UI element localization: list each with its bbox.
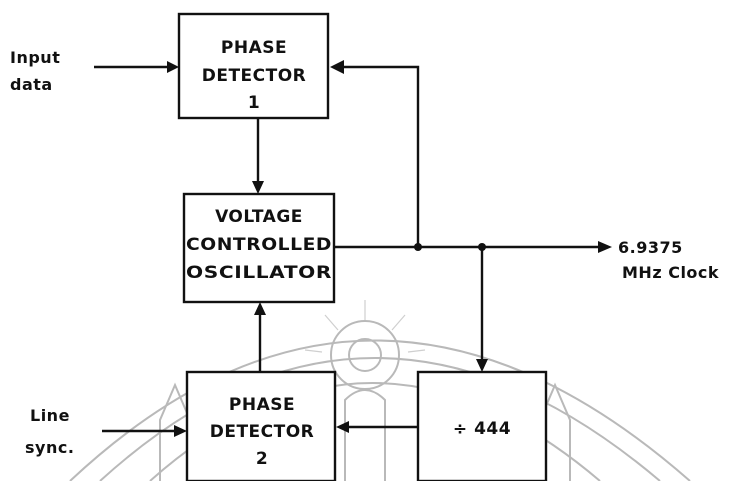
pd2-to-vco-arrow [254,302,266,315]
junction-dot-divider [478,243,486,251]
feedback-to-pd1-arrow [330,60,344,74]
junction-dot-feedback [414,243,422,251]
vco-to-divider-arrow [476,359,488,372]
line-sync-label-line2: sync. [25,438,74,457]
input-data-label-line1: Input [10,48,60,67]
pd1-label-line2: DETECTOR [202,66,307,86]
input-data-arrow [167,61,179,73]
pd2-label-line3: 2 [256,449,268,469]
vco-label-line1: VOLTAGE [215,207,303,227]
pd1-label-line3: 1 [248,93,260,113]
vco-label-line3: OSCILLATOR [186,263,332,283]
input-data-label-line2: data [10,75,53,94]
pd1-label-line1: PHASE [221,38,287,58]
feedback-to-pd1-line [342,67,418,247]
clock-output-arrow [598,241,612,253]
pd2-label-line2: DETECTOR [210,422,315,442]
vco-label-line2: CONTROLLED [186,235,332,255]
pd2-label-line1: PHASE [229,395,295,415]
clock-freq-label: 6.9375 [618,238,683,257]
clock-unit-label: MHz Clock [622,263,719,282]
line-sync-label-line1: Line [30,406,70,425]
line-sync-arrow [174,425,187,437]
divider-label: ÷ 444 [453,419,511,439]
watermark-seal [70,300,690,481]
divider-to-pd2-arrow [336,421,349,433]
pd1-to-vco-arrow [252,181,264,194]
